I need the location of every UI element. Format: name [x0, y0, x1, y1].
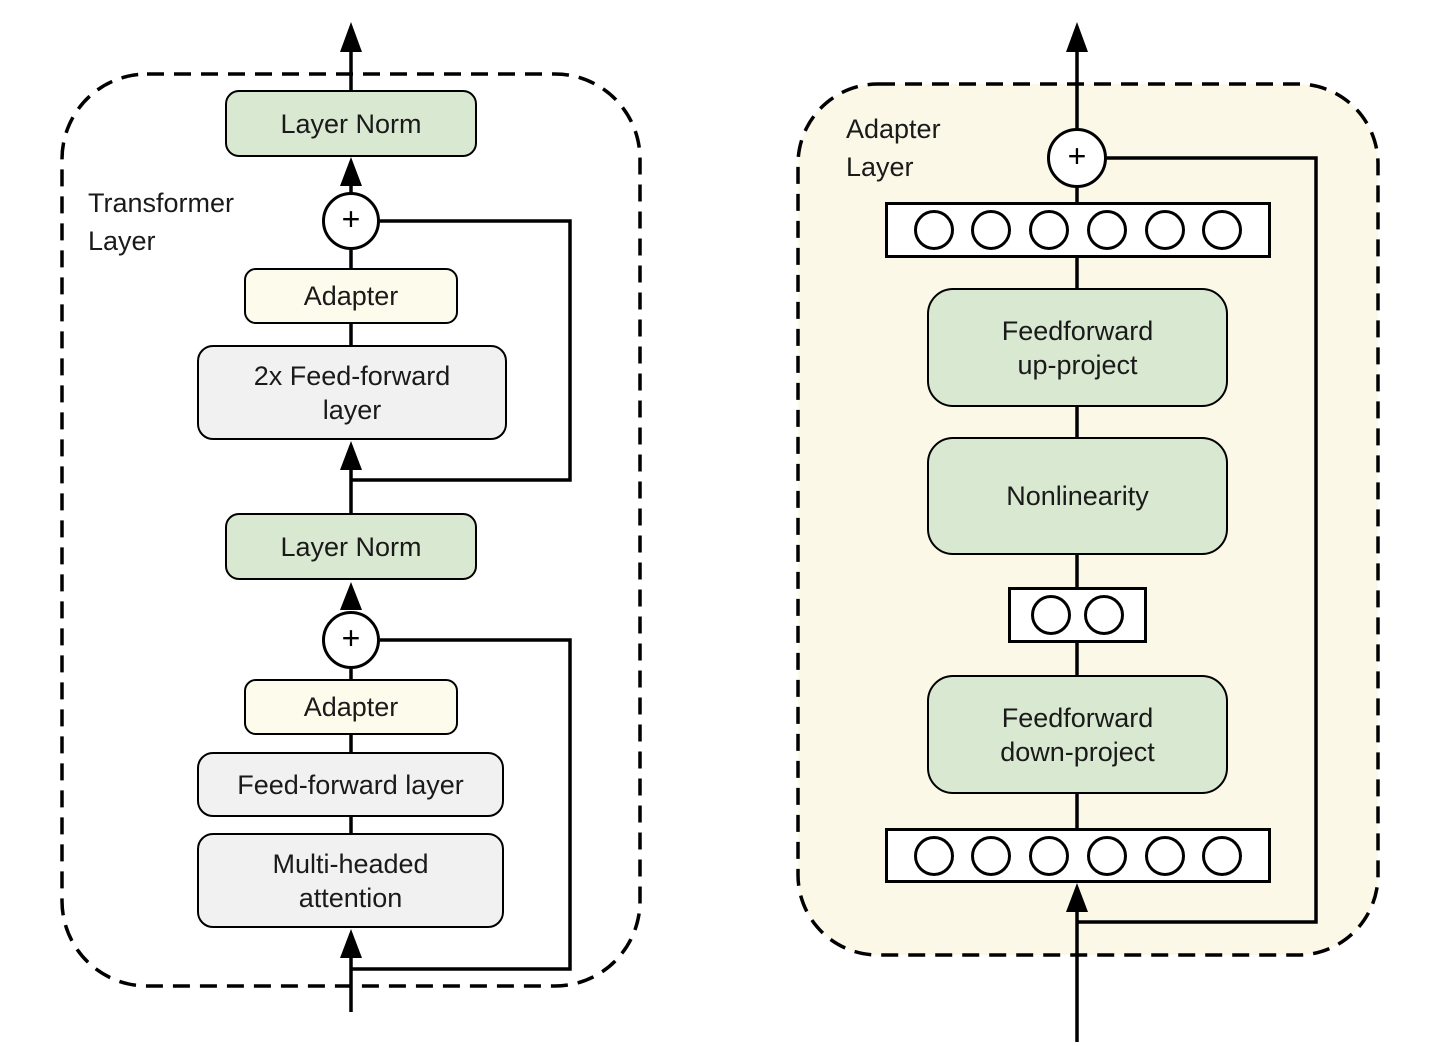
right-connectors [1075, 40, 1318, 1042]
layer-norm-mid-box: Layer Norm [225, 513, 477, 580]
feed-forward-box: Feed-forward layer [197, 752, 504, 817]
feature-circle [913, 835, 954, 876]
feature-circle [1029, 210, 1070, 250]
feature-vector-bottom [885, 828, 1271, 883]
feature-circle [1086, 210, 1127, 250]
arrowhead-into-ff2x [340, 441, 362, 470]
skip-connection-upper [351, 219, 572, 482]
arrowhead-into-layernorm1 [340, 157, 362, 186]
feature-vector-top [885, 202, 1271, 258]
feature-circle [1202, 210, 1243, 250]
adapter-skip-connection [1077, 156, 1318, 924]
adapter-layer-label: Adapter Layer [846, 114, 941, 182]
adapter-bottom-box: Adapter [244, 679, 458, 735]
right-output-arrowhead [1066, 22, 1088, 52]
feature-circle [1144, 835, 1185, 876]
feature-circle [1144, 210, 1185, 250]
bottleneck-vector [1008, 587, 1147, 643]
add-node-lower: + [322, 611, 380, 669]
left-output-arrowhead [340, 22, 362, 52]
adapter-top-box: Adapter [244, 268, 458, 324]
transformer-layer-label: Transformer Layer [88, 188, 235, 256]
feature-circle [971, 835, 1012, 876]
feed-forward-2x-box: 2x Feed-forward layer [197, 345, 507, 440]
skip-connection-lower [351, 638, 572, 971]
multi-headed-attention-box: Multi-headed attention [197, 833, 504, 928]
feature-circle [1031, 595, 1072, 635]
right-arrowheads [1066, 22, 1088, 912]
arrowhead-into-mha [340, 929, 362, 958]
feature-circle [971, 210, 1012, 250]
feature-circle [913, 210, 954, 250]
nonlinearity-box: Nonlinearity [927, 437, 1228, 555]
add-node-adapter: + [1047, 128, 1107, 188]
add-node-upper: + [322, 192, 380, 250]
feature-circle [1029, 835, 1070, 876]
arrowhead-into-layernorm2 [340, 582, 362, 610]
left-arrowheads [340, 22, 362, 958]
feature-circle [1083, 595, 1124, 635]
feature-circle [1202, 835, 1243, 876]
feature-circle [1086, 835, 1127, 876]
feedforward-down-project-box: Feedforward down-project [927, 675, 1228, 794]
layer-norm-top-box: Layer Norm [225, 90, 477, 157]
arrowhead-into-vector-bottom [1066, 883, 1088, 912]
feedforward-up-project-box: Feedforward up-project [927, 288, 1228, 407]
